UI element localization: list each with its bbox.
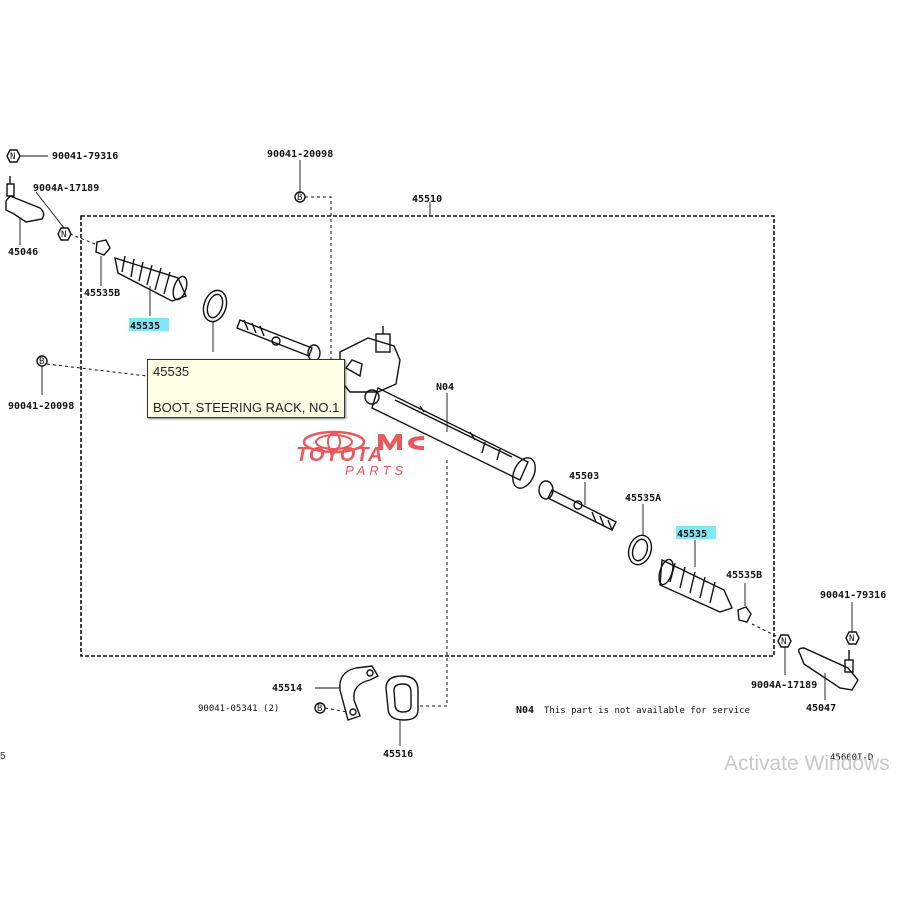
svg-text:N: N xyxy=(10,152,15,162)
tie-rod-end-right[interactable] xyxy=(797,647,859,700)
svg-text:N: N xyxy=(849,634,854,644)
cotter-pin-symbol-right: N xyxy=(777,634,792,675)
label-housing-n04[interactable]: N04 xyxy=(436,382,454,393)
rack-end-left[interactable] xyxy=(236,319,321,362)
axis-dash-left xyxy=(69,233,96,245)
svg-text:N: N xyxy=(61,230,66,240)
dash-to-grommet xyxy=(418,460,448,707)
label-boot-right[interactable]: 45535 xyxy=(677,529,707,540)
tooltip-part-code: 45535 xyxy=(153,364,190,379)
label-rack-end-right[interactable]: 45503 xyxy=(569,471,599,482)
watermark-tagline: PARTS xyxy=(345,463,408,478)
band-right[interactable] xyxy=(625,504,655,568)
label-nut-left[interactable]: 90041-79316 xyxy=(52,151,118,162)
label-bolt-top[interactable]: 90041-20098 xyxy=(267,149,333,160)
axis-dash-right xyxy=(751,623,781,639)
watermark-brand: TOYOTA xyxy=(296,444,384,466)
assembly-frame xyxy=(80,215,775,657)
nut-symbol-right: N xyxy=(845,602,860,645)
boot-right-highlight xyxy=(676,526,716,539)
bracket-bolt-symbol: B xyxy=(314,702,349,714)
label-band-right[interactable]: 45535A xyxy=(625,493,661,504)
label-bolt-left[interactable]: 90041-20098 xyxy=(8,401,74,412)
label-clip-left[interactable]: 45535B xyxy=(84,288,120,299)
label-nut-right[interactable]: 90041-79316 xyxy=(820,590,886,601)
label-grommet[interactable]: 45516 xyxy=(383,749,413,760)
rack-end-right[interactable] xyxy=(538,480,617,531)
label-boot-left[interactable]: 45535 xyxy=(130,321,160,332)
nut-symbol-left: N xyxy=(6,149,48,163)
bracket[interactable] xyxy=(315,665,379,721)
svg-text:N: N xyxy=(781,637,786,647)
svg-text:B: B xyxy=(317,704,322,714)
clip-right[interactable] xyxy=(737,583,752,623)
label-clip-right[interactable]: 45535B xyxy=(726,570,762,581)
frame-label[interactable]: 45510 xyxy=(412,194,442,205)
steering-boot-right[interactable] xyxy=(656,540,733,613)
grommet[interactable] xyxy=(385,675,419,746)
part-tooltip: 45535 BOOT, STEERING RACK, NO.1 xyxy=(147,359,345,418)
activate-windows-watermark: Activate Windows xyxy=(724,752,890,775)
steering-boot-left[interactable] xyxy=(114,255,189,316)
cotter-pin-symbol-left: N xyxy=(35,191,72,241)
label-cotter-left[interactable]: 9004A-17189 xyxy=(33,183,99,194)
note-text: This part is not available for service xyxy=(544,706,750,716)
label-cotter-right[interactable]: 9004A-17189 xyxy=(751,680,817,691)
boot-left-highlight xyxy=(129,318,169,331)
svg-text:B: B xyxy=(39,357,44,367)
label-45047[interactable]: 45047 xyxy=(806,703,836,714)
edge-fragment: 5 xyxy=(0,751,6,762)
label-bracket-bolt[interactable]: 90041-05341 (2) xyxy=(198,704,279,714)
tie-rod-end-left[interactable] xyxy=(5,176,45,245)
toyota-logo-watermark xyxy=(302,430,424,454)
drawing-number: 45600I-D xyxy=(830,753,873,763)
band-left[interactable] xyxy=(200,287,231,352)
note-code: N04 xyxy=(516,705,534,716)
tooltip-part-description: BOOT, STEERING RACK, NO.1 xyxy=(153,400,340,415)
clip-left[interactable] xyxy=(95,239,111,286)
bolt-symbol-left: B xyxy=(36,355,148,395)
svg-text:B: B xyxy=(297,193,302,203)
bolt-symbol-top: B xyxy=(294,160,332,360)
label-bracket[interactable]: 45514 xyxy=(272,683,302,694)
label-45046[interactable]: 45046 xyxy=(8,247,38,258)
